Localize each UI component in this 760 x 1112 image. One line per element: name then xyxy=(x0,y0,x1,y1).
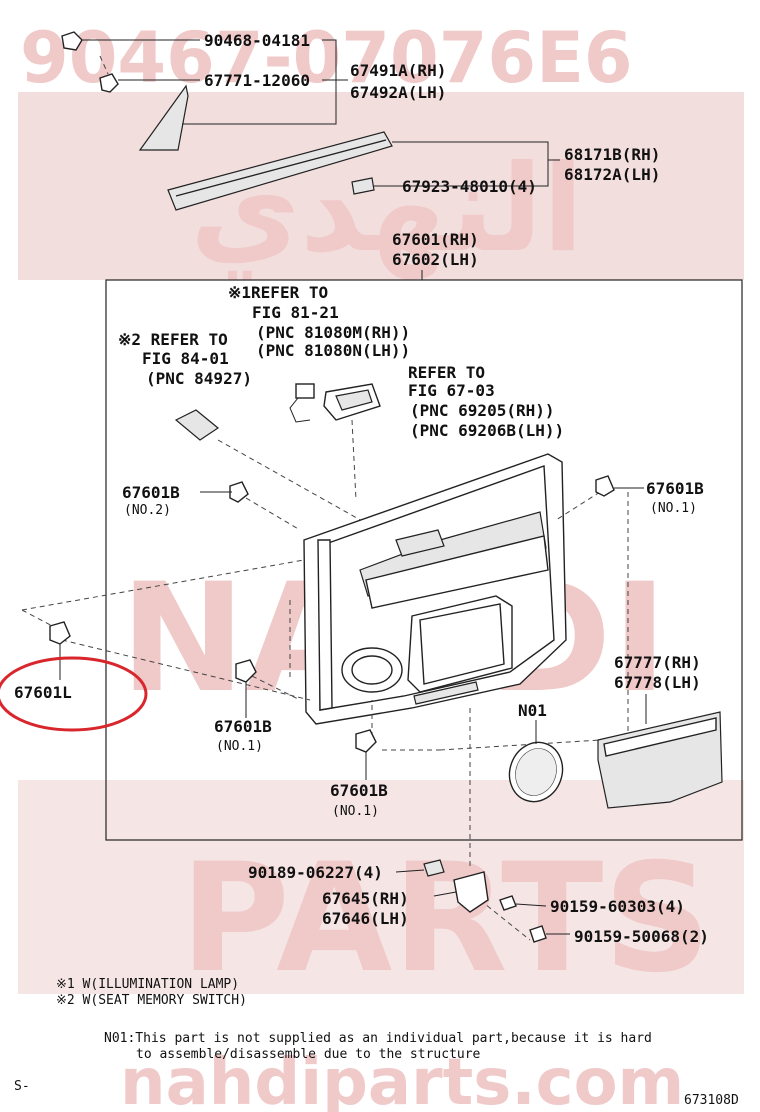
inner-parts xyxy=(174,383,397,541)
note-illumination: ※1 W(ILLUMINATION LAMP) xyxy=(56,977,239,992)
switch-opening xyxy=(395,529,445,557)
label-clip-bottom-sub: (NO.1) xyxy=(332,804,379,819)
note-seat-memory: ※2 W(SEAT MEMORY SWITCH) xyxy=(56,993,247,1008)
label-67778: 67778(LH) xyxy=(614,673,701,692)
label-67601: 67601(RH) xyxy=(392,230,479,249)
clips xyxy=(49,475,644,780)
label-67646: 67646(LH) xyxy=(322,909,409,928)
label-clip-right-sub: (NO.1) xyxy=(650,501,697,516)
label-clip-mid: 67601B xyxy=(214,717,272,736)
label-clip-no2-sub: (NO.2) xyxy=(124,503,171,518)
label-clip-mid-sub: (NO.1) xyxy=(216,739,263,754)
label-67601l: 67601L xyxy=(14,683,72,702)
label-90159b: 90159-50068(2) xyxy=(574,927,709,946)
label-67645: 67645(RH) xyxy=(322,889,409,908)
label-clip-right: 67601B xyxy=(646,479,704,498)
bracket-67491 xyxy=(182,39,337,125)
label-67923: 67923-48010(4) xyxy=(402,177,537,196)
ref-81-21: ※1REFER TO FIG 81-21 (PNC 81080M(RH)) (P… xyxy=(228,283,420,360)
clip-67923 xyxy=(351,177,375,195)
clip-90189 xyxy=(423,859,445,877)
note-n01-line1: N01:This part is not supplied as an indi… xyxy=(104,1031,652,1046)
screw-90159-60303 xyxy=(499,895,517,911)
clip-67601l xyxy=(49,621,71,645)
clip-90468 xyxy=(61,31,83,51)
watermark-band-bottom xyxy=(18,780,744,994)
label-clip-no2: 67601B xyxy=(122,483,180,502)
label-67491: 67491A(RH) xyxy=(350,61,446,80)
label-68171: 68171B(RH) xyxy=(564,145,660,164)
bracket-67645 xyxy=(453,871,489,913)
illumination-lamp xyxy=(295,383,315,399)
bracket-68171 xyxy=(392,141,549,187)
screw-90159-50068 xyxy=(529,925,547,943)
watermark-line2: PARTS xyxy=(180,832,711,1006)
label-67602: 67602(LH) xyxy=(392,250,479,269)
clip-no1-right xyxy=(595,475,615,497)
mirror-cover xyxy=(138,84,189,151)
bottom-hardware xyxy=(395,859,570,943)
label-67777: 67777(RH) xyxy=(614,653,701,672)
clip-67771 xyxy=(99,73,119,93)
label-clip-bottom: 67601B xyxy=(330,781,388,800)
lower-reflector xyxy=(413,681,479,705)
assembly-frame xyxy=(105,279,743,841)
label-90189: 90189-06227(4) xyxy=(248,863,383,882)
seat-memory-switch xyxy=(174,409,220,441)
note-n01-line2: to assemble/disassemble due to the struc… xyxy=(136,1047,481,1062)
lower-trim xyxy=(508,694,723,809)
label-90468: 90468-04181 xyxy=(204,31,310,50)
watermark-arabic-mark: النهدي xyxy=(190,140,584,279)
door-trim-board xyxy=(303,453,567,725)
watermark-code: 90467-07076E6 xyxy=(20,17,633,99)
figure-code: 673108D xyxy=(684,1093,739,1108)
ref-84-01: ※2 REFER TO FIG 84-01 (PNC 84927) xyxy=(118,330,252,388)
label-67771: 67771-12060 xyxy=(204,71,310,90)
label-68172: 68172A(LH) xyxy=(564,165,660,184)
clip-no2 xyxy=(229,481,249,503)
highlight-circle xyxy=(0,656,148,732)
clip-no1-bottom xyxy=(355,729,377,753)
watermark-site: nahdiparts.com xyxy=(120,1046,684,1112)
label-90159a: 90159-60303(4) xyxy=(550,897,685,916)
s-mark: S- xyxy=(14,1079,30,1094)
assembly-lines xyxy=(21,491,629,941)
label-n01: N01 xyxy=(518,701,547,720)
weatherstrip-68171 xyxy=(167,131,393,211)
clip-no1-mid xyxy=(235,659,257,683)
ref-67-03: REFER TO FIG 67-03 (PNC 69205(RH)) (PNC … xyxy=(408,363,564,440)
label-67492: 67492A(LH) xyxy=(350,83,446,102)
top-parts xyxy=(61,31,560,211)
